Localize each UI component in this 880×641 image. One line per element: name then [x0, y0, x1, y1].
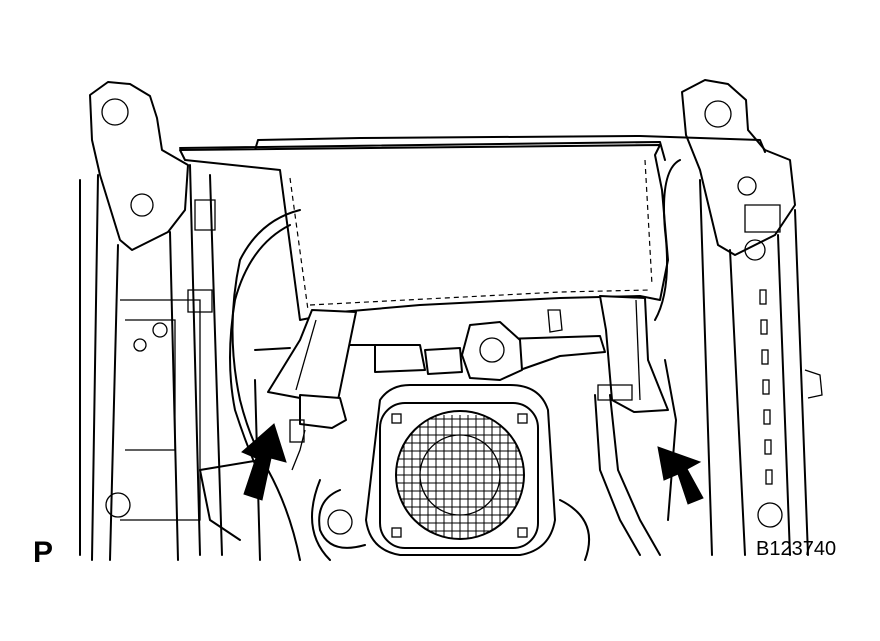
center-connector	[374, 309, 563, 375]
right-side-frame	[681, 79, 823, 556]
upper-cross-member	[179, 135, 766, 161]
left-connector	[289, 394, 347, 471]
right-pad-strap	[599, 295, 669, 413]
right-arrow	[657, 446, 704, 505]
wire-harness	[229, 159, 681, 561]
speaker-assembly	[318, 321, 556, 556]
figure-code-label: B123740	[756, 538, 837, 560]
left-side-frame	[79, 81, 223, 561]
left-arrow	[241, 423, 287, 501]
left-pad-strap	[267, 309, 357, 401]
view-marker-label: P	[33, 536, 54, 569]
seat-back-pad	[179, 144, 669, 321]
